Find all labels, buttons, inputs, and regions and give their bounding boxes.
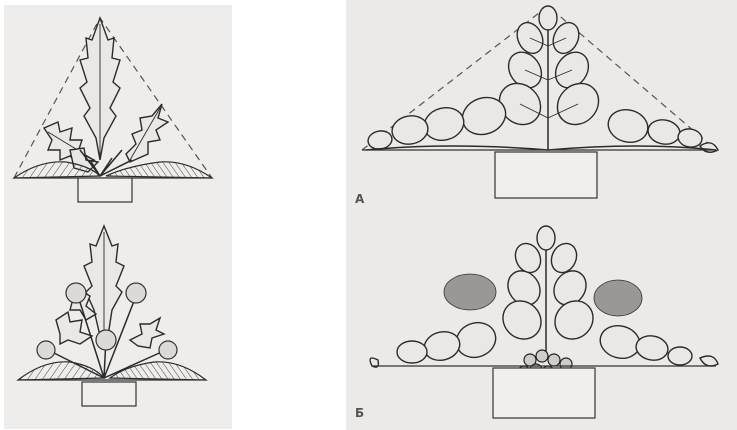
figure-label-b: Б (355, 406, 364, 420)
round-leaf-berry-arrangement (370, 226, 718, 418)
round-leaf-triangle-arrangement (362, 6, 718, 198)
figure-label-a: А (355, 192, 364, 206)
holly-triangle-arrangement (14, 18, 212, 202)
holly-ball-arrangement (18, 226, 206, 406)
